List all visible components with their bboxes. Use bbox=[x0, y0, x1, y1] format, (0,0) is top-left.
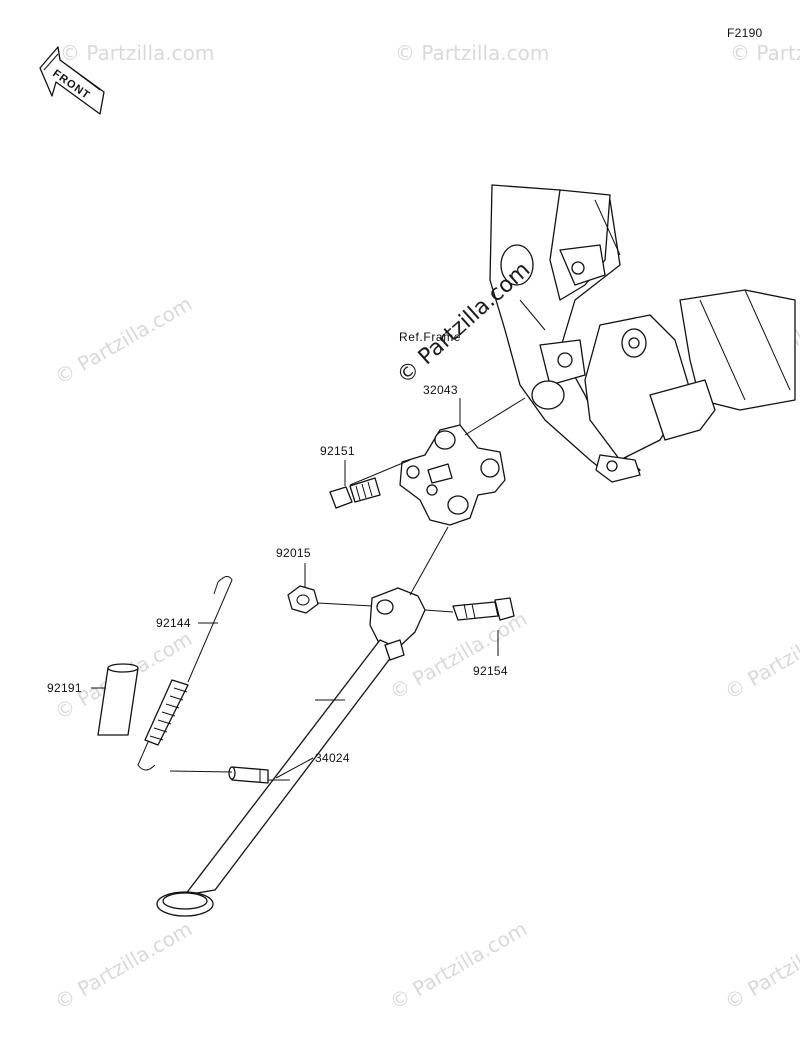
label-92151: 92151 bbox=[320, 444, 355, 458]
frame-reference bbox=[490, 185, 795, 482]
watermark-tile: © Partzilla.com bbox=[51, 916, 197, 1014]
watermark-tile: © Partzilla.com bbox=[721, 916, 800, 1014]
label-92015: 92015 bbox=[276, 546, 311, 560]
part-92015-nut bbox=[288, 586, 318, 613]
part-92154-bolt bbox=[453, 598, 514, 620]
stand-pin bbox=[229, 767, 268, 783]
watermark-tile: © Partzilla.com bbox=[395, 41, 549, 65]
watermark-tiles: © Partzilla.com © Partzilla.com © Partzi… bbox=[51, 41, 800, 1014]
part-34024-side-stand bbox=[157, 588, 425, 916]
diagram-code: F2190 bbox=[727, 26, 763, 40]
label-92154: 92154 bbox=[473, 664, 508, 678]
part-92144-spring bbox=[138, 576, 232, 770]
watermark-tile: © Partzilla.com bbox=[60, 41, 214, 65]
watermark-tile: © Partzilla.com bbox=[386, 916, 532, 1014]
watermark-tile: © Partzilla.com bbox=[721, 606, 800, 704]
watermark-tile: © Partzilla.com bbox=[730, 41, 800, 65]
label-92191: 92191 bbox=[47, 681, 82, 695]
label-34024: 34024 bbox=[315, 751, 350, 765]
watermark-tile: © Partzilla.com bbox=[51, 291, 197, 389]
label-92144: 92144 bbox=[156, 616, 191, 630]
part-32043-bracket bbox=[400, 425, 505, 525]
label-32043: 32043 bbox=[423, 383, 458, 397]
